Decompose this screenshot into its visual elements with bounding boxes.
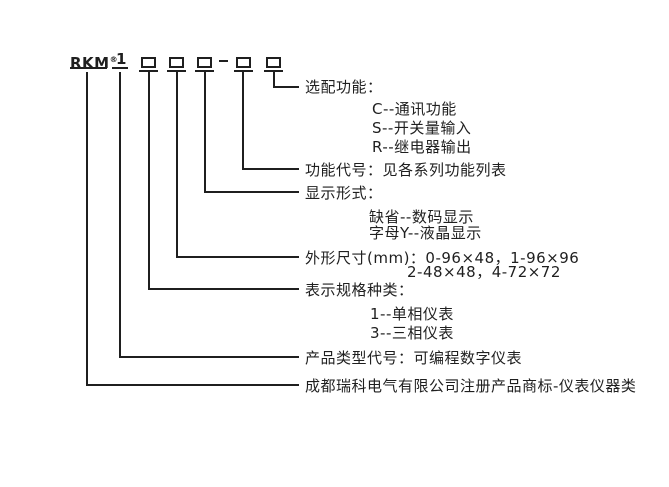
code-box-optional-underline	[264, 70, 283, 72]
label-optional-functions: 选配功能：	[305, 78, 383, 96]
item-dimensions-line2: 2-48×48，4-72×72	[407, 263, 561, 281]
label-dimensions: 外形尺寸(mm)：0-96×48，1-96×96	[305, 249, 580, 267]
leader-function-code	[242, 72, 299, 170]
label-function-code: 功能代号：见各系列功能列表	[305, 161, 507, 179]
type-digit-underline	[112, 67, 128, 69]
code-separator-dash	[219, 60, 228, 62]
label-display-type: 显示形式：	[305, 184, 383, 202]
label-product-type: 产品类型代号：可编程数字仪表	[305, 349, 523, 367]
code-box-size-underline	[167, 70, 186, 72]
label-trademark: 成都瑞科电气有限公司注册产品商标-仪表仪器类	[305, 377, 637, 395]
item-spec-three-phase: 3--三相仪表	[370, 324, 454, 342]
leader-product-type	[119, 72, 299, 358]
code-box-display	[197, 57, 212, 68]
code-box-function	[236, 57, 251, 68]
item-optional-s: S--开关量输入	[372, 119, 472, 137]
item-optional-r: R--继电器输出	[372, 138, 472, 156]
item-display-lcd: 字母Y--液晶显示	[369, 224, 482, 242]
brand-code-text: RKM®	[70, 52, 118, 71]
code-box-size	[169, 57, 184, 68]
item-spec-single-phase: 1--单相仪表	[370, 305, 454, 323]
leader-optional-functions	[273, 72, 299, 88]
brand-code-underline	[70, 67, 107, 69]
brand-code-letters: RKM	[70, 54, 110, 72]
type-digit-text: 1	[116, 50, 127, 68]
leader-dimensions	[176, 72, 299, 258]
code-box-spec-underline	[139, 70, 158, 72]
code-box-function-underline	[234, 70, 253, 72]
item-display-default: 缺省--数码显示	[369, 208, 474, 226]
label-spec-category: 表示规格种类：	[305, 281, 414, 299]
code-box-spec	[141, 57, 156, 68]
item-optional-c: C--通讯功能	[372, 100, 457, 118]
code-box-display-underline	[195, 70, 214, 72]
code-box-optional	[266, 57, 281, 68]
leader-spec-category	[148, 72, 299, 290]
leader-display-type	[204, 72, 299, 193]
registered-trademark-icon: ®	[109, 55, 118, 64]
leader-trademark	[86, 72, 299, 386]
